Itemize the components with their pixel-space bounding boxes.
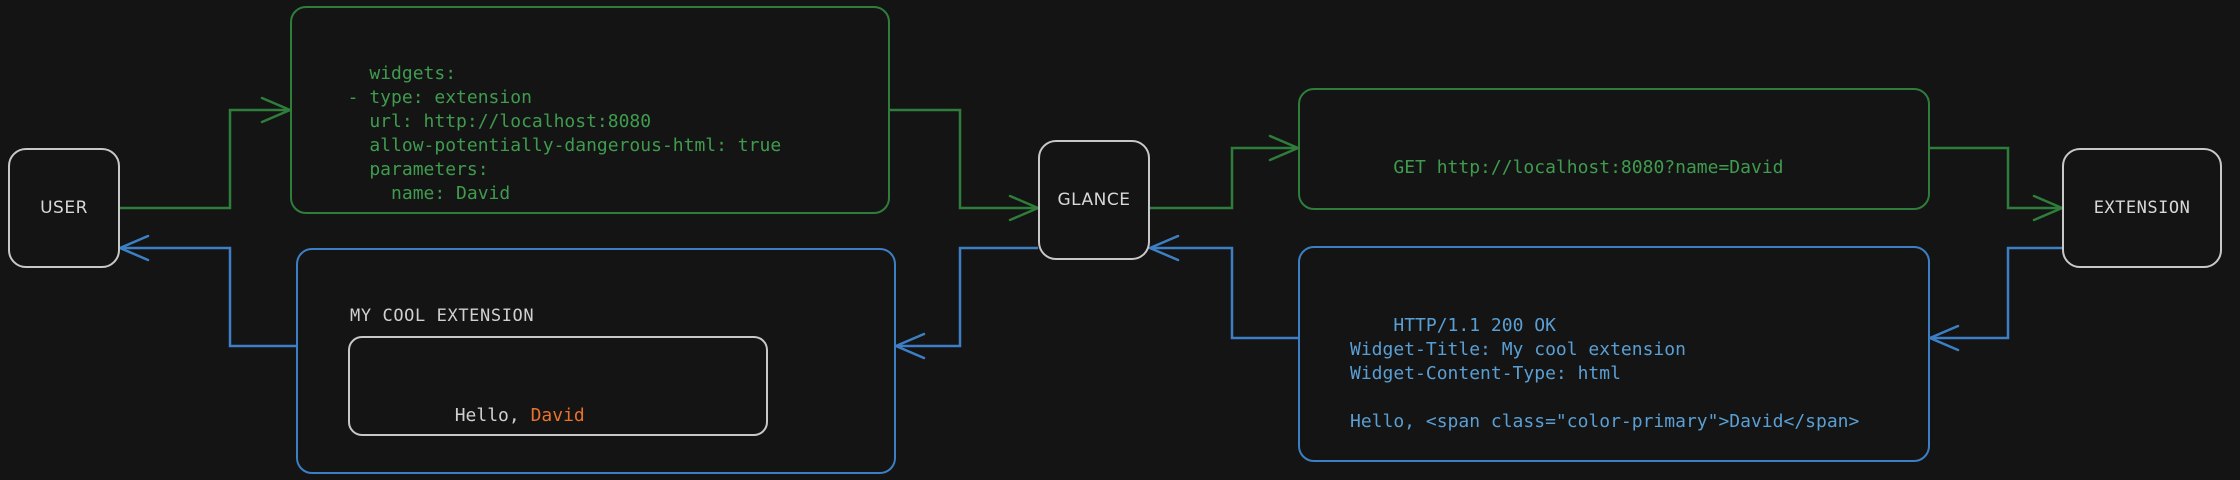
message-http-request: GET http://localhost:8080?name=David <box>1298 88 1930 210</box>
connector-extension-to-response <box>1926 246 2062 352</box>
message-rendered-widget: MY COOL EXTENSION Hello, David <box>296 248 896 474</box>
http-response-text: HTTP/1.1 200 OK Widget-Title: My cool ex… <box>1350 315 1860 432</box>
widget-card-text: Hello, David <box>368 380 585 452</box>
widget-greeting: Hello, <box>454 405 531 426</box>
connector-user-to-yaml <box>120 96 294 210</box>
widget-title: MY COOL EXTENSION <box>350 306 535 326</box>
node-extension[interactable]: EXTENSION <box>2062 148 2222 268</box>
node-glance-label: GLANCE <box>1057 190 1131 210</box>
connector-yaml-to-glance <box>890 108 1042 222</box>
connector-response-to-glance <box>1146 234 1298 340</box>
connector-get-to-extension <box>1930 146 2066 222</box>
widget-name-accent: David <box>530 405 585 426</box>
connector-glance-to-widget <box>892 246 1038 360</box>
message-http-response: HTTP/1.1 200 OK Widget-Title: My cool ex… <box>1298 246 1930 462</box>
message-config-yaml: widgets: - type: extension url: http://l… <box>290 6 890 214</box>
config-yaml-text: widgets: - type: extension url: http://l… <box>347 63 782 204</box>
widget-card: Hello, David <box>348 336 768 436</box>
node-user[interactable]: USER <box>8 148 120 268</box>
connector-widget-to-user <box>116 234 296 348</box>
http-request-text: GET http://localhost:8080?name=David <box>1393 157 1784 178</box>
node-glance[interactable]: GLANCE <box>1038 140 1150 260</box>
node-user-label: USER <box>40 198 88 218</box>
node-extension-label: EXTENSION <box>2093 198 2191 218</box>
connector-glance-to-get <box>1150 134 1302 210</box>
